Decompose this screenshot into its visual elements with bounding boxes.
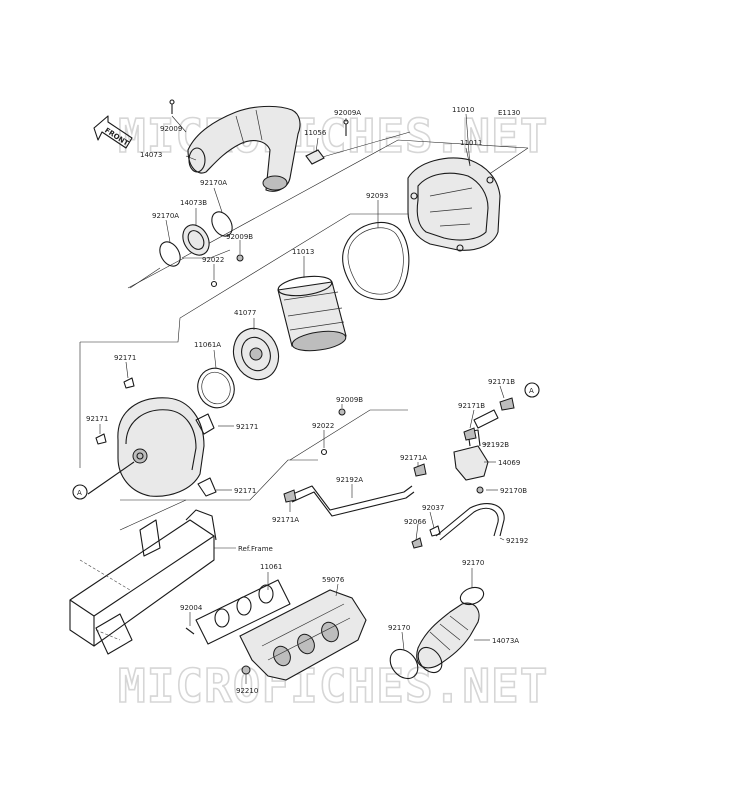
label-ref-frame: Ref.Frame: [238, 545, 273, 553]
label-14069: 14069: [498, 459, 520, 467]
label-59076: 59076: [322, 576, 345, 584]
washer-92022-upper-icon: [210, 280, 218, 288]
clip-92171A-upper-icon: [413, 463, 427, 477]
label-92171A-lower: 92171A: [272, 516, 299, 524]
label-11010: 11010: [452, 106, 474, 114]
clip-92171B-upper-icon: [499, 397, 515, 411]
label-92009: 92009: [160, 125, 182, 133]
clamp-92170B-icon: [476, 486, 484, 494]
bracket-11056-icon: [305, 149, 325, 165]
label-92004: 92004: [180, 604, 203, 612]
label-92171A-upper: 92171A: [400, 454, 427, 462]
bolt-92009B-upper-icon: [236, 254, 244, 262]
breather-fitting-14069: [453, 429, 489, 481]
sleeve-14073B: [182, 224, 210, 256]
label-14073B: 14073B: [180, 199, 207, 207]
label-11011: 11011: [460, 139, 482, 147]
marker-a-left: A: [72, 484, 88, 500]
label-92170-lower: 92170: [388, 624, 410, 632]
bolt-92009-icon: [169, 99, 175, 114]
fitting-92037-icon: [429, 525, 441, 537]
air-filter-element-11013: [277, 275, 347, 352]
clamp-92170-upper-icon: [459, 586, 485, 606]
ring-11061A: [197, 367, 235, 409]
label-92192: 92192: [506, 537, 528, 545]
leader-lines: [99, 113, 505, 684]
label-92009A: 92009A: [334, 109, 361, 117]
label-92210: 92210: [236, 687, 258, 695]
label-92037: 92037: [422, 504, 444, 512]
label-14073A: 14073A: [492, 637, 519, 645]
clamp-92170A-upper: [211, 211, 233, 237]
label-11061A: 11061A: [194, 341, 221, 349]
marker-a-right: A: [524, 382, 540, 398]
label-92170A-lower: 92170A: [152, 212, 179, 220]
label-41077: 41077: [234, 309, 256, 317]
washer-92022-lower-icon: [320, 448, 328, 456]
label-92022-lower: 92022: [312, 422, 334, 430]
label-92009B-upper: 92009B: [226, 233, 253, 241]
part-92066-icon: [411, 537, 423, 549]
air-cleaner-case-11010: [407, 157, 501, 252]
label-92066: 92066: [404, 518, 427, 526]
label-92192B: 92192B: [482, 441, 509, 449]
label-92171-c: 92171: [236, 423, 258, 431]
clip-92171B-lower-icon: [463, 427, 477, 441]
seal-ring-92093: [342, 221, 410, 301]
label-92022-upper: 92022: [202, 256, 224, 264]
label-11061: 11061: [260, 563, 282, 571]
label-14073: 14073: [140, 151, 162, 159]
svg-text:A: A: [529, 387, 534, 395]
label-92170A-upper: 92170A: [200, 179, 227, 187]
label-92171-a: 92171: [114, 354, 136, 362]
air-cleaner-housing-cover: [87, 397, 217, 497]
watermark-bottom: MICROFICHES.NET: [118, 659, 548, 713]
part-labels: 92009 14073 92009A 11056 11010 E1130 110…: [86, 106, 528, 695]
label-section-ref: E1130: [498, 109, 520, 117]
nut-92210-icon: [241, 665, 251, 675]
duct-14073A: [416, 602, 480, 674]
clip-92171A-lower-icon: [283, 489, 297, 503]
watermark-top: MICROFICHES.NET: [118, 109, 548, 163]
stud-92004-icon: [185, 627, 195, 635]
label-92171-b: 92171: [86, 415, 108, 423]
hose-92192: [435, 503, 505, 541]
label-92192A: 92192A: [336, 476, 363, 484]
frame-rail-ref: [69, 509, 236, 655]
clamp-92170-lower-icon: [389, 648, 419, 680]
label-92171B-lower: 92171B: [458, 402, 485, 410]
hose-92192A: [287, 485, 415, 517]
svg-text:A: A: [77, 489, 82, 497]
gasket-11061: [195, 579, 291, 645]
label-92170B: 92170B: [500, 487, 527, 495]
bolt-92009B-lower-icon: [338, 408, 346, 416]
clip-92171-a-icon: [123, 377, 135, 389]
label-92171B-upper: 92171B: [488, 378, 515, 386]
clip-92171-b-icon: [95, 433, 107, 445]
clamp-92170A-lower: [159, 241, 181, 267]
intake-manifold-59076: [239, 589, 367, 681]
intake-duct-14073: [187, 105, 301, 192]
cover-41077: [232, 327, 280, 381]
label-11056: 11056: [304, 129, 327, 137]
label-92171-d: 92171: [234, 487, 256, 495]
label-11013: 11013: [292, 248, 314, 256]
label-92009B-lower: 92009B: [336, 396, 363, 404]
label-92093: 92093: [366, 192, 388, 200]
hose-92192B: [473, 409, 499, 429]
label-92170-upper: 92170: [462, 559, 484, 567]
